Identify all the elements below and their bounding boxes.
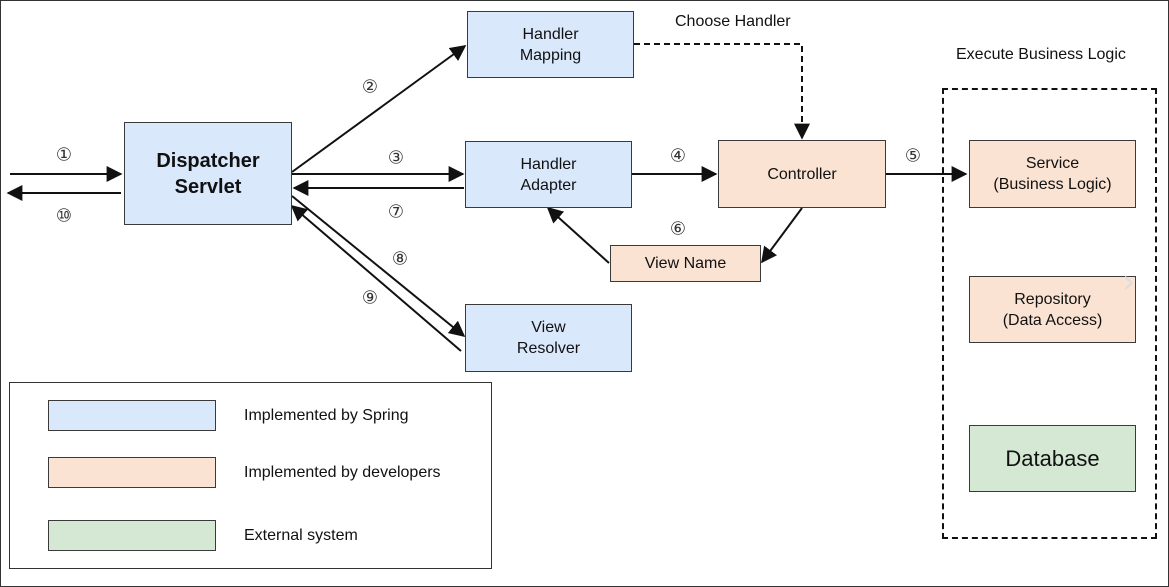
view-resolver-node: View Resolver (465, 304, 632, 372)
step-4: ④ (669, 145, 687, 167)
arrow-to-handler-mapping (291, 45, 467, 173)
arrow-from-view-resolver (290, 204, 462, 352)
legend-label-spring: Implemented by Spring (244, 407, 409, 424)
step-3: ③ (387, 147, 405, 169)
handler-mapping-label: Handler Mapping (519, 25, 582, 64)
step-8: ⑧ (391, 248, 409, 270)
step-7: ⑦ (387, 201, 405, 223)
step-6: ⑥ (669, 218, 687, 240)
view-name-node: View Name (610, 245, 761, 282)
step-1: ① (55, 144, 73, 166)
legend-swatch-spring (48, 400, 216, 431)
database-label: Database (1005, 446, 1100, 471)
view-name-label: View Name (644, 255, 727, 272)
service-node: Service (Business Logic) (969, 140, 1136, 208)
repository-label: Repository (Data Access) (1002, 290, 1103, 329)
arrow-choose-handler (634, 43, 810, 140)
choose-handler-label: Choose Handler (675, 13, 791, 30)
execute-business-logic-label: Execute Business Logic (956, 46, 1126, 63)
step-5: ⑤ (904, 145, 922, 167)
controller-label: Controller (767, 165, 837, 183)
dispatcher-servlet-node: Dispatcher Servlet (124, 122, 292, 225)
legend-box (9, 382, 492, 569)
handler-adapter-label: Handler Adapter (520, 155, 577, 194)
service-label: Service (Business Logic) (993, 155, 1112, 193)
handler-mapping-node: Handler Mapping (467, 11, 634, 78)
controller-node: Controller (718, 140, 886, 208)
legend-swatch-external (48, 520, 216, 551)
business-logic-group (942, 88, 1157, 539)
chevron-right-icon[interactable]: › (1122, 262, 1136, 302)
legend-label-developers: Implemented by developers (244, 464, 441, 481)
arrow-view-name-to-adapter (546, 206, 610, 264)
arrow-to-view-resolver (291, 195, 466, 338)
handler-adapter-node: Handler Adapter (465, 141, 632, 208)
step-10: ⑩ (55, 205, 73, 227)
view-resolver-label: View Resolver (516, 319, 581, 357)
arrow-to-view-name (761, 207, 803, 264)
step-2: ② (361, 76, 379, 98)
step-9: ⑨ (361, 287, 379, 309)
dispatcher-servlet-label: Dispatcher Servlet (156, 149, 260, 198)
database-node: Database (969, 425, 1136, 492)
legend-label-external: External system (244, 527, 358, 544)
legend-swatch-developers (48, 457, 216, 488)
repository-node: Repository (Data Access) (969, 276, 1136, 343)
